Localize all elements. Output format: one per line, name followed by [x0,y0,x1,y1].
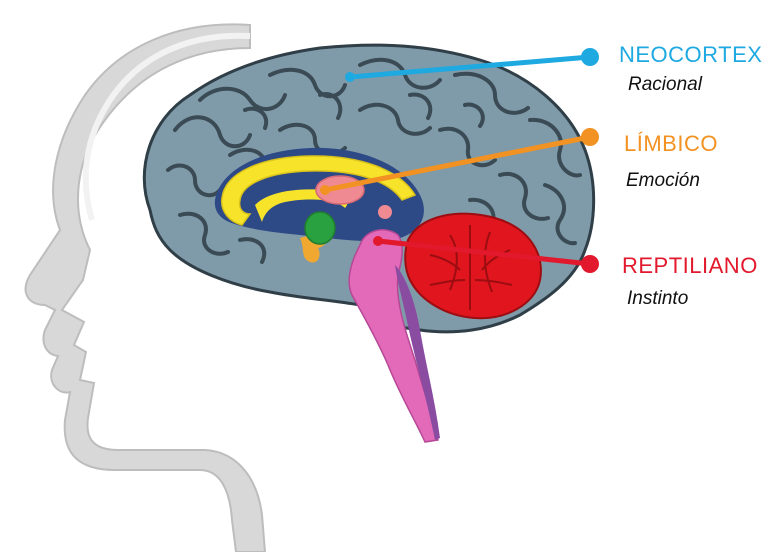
neocortex-marker-dot-icon [581,48,599,66]
neocortex-subtitle: Racional [628,74,702,96]
reptiliano-subtitle: Instinto [627,288,688,310]
reptiliano-marker-dot-icon [581,255,599,273]
limbico-title: LÍMBICO [624,131,718,157]
neocortex-title: NEOCORTEX [619,42,762,68]
pineal-gland [378,205,392,219]
reptiliano-title: REPTILIANO [622,253,758,279]
limbico-subtitle: Emoción [626,170,700,192]
reptiliano-origin-dot [373,236,383,246]
neocortex-origin-dot [345,72,355,82]
brain [144,45,593,442]
amygdala [305,212,335,244]
limbico-origin-dot [320,185,330,195]
limbico-marker-dot-icon [581,128,599,146]
